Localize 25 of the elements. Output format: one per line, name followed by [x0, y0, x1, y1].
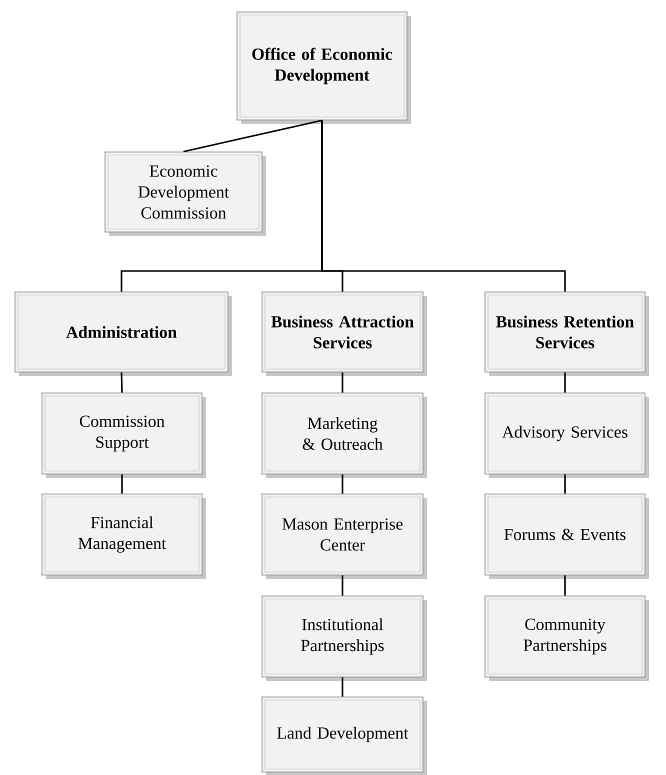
connector-line [342, 474, 344, 494]
connector-line [564, 474, 566, 494]
program-box: Institutional Partnerships [262, 596, 427, 681]
connector-line [564, 575, 566, 596]
connector-line [120, 372, 123, 393]
program-box: Economic Development Commission [104, 152, 266, 236]
unit-box: Business Attraction Services [262, 292, 427, 376]
connector-line [321, 120, 566, 292]
program-box: Marketing & Outreach [262, 392, 427, 478]
program-box: Commission Support [42, 392, 206, 478]
program-box: Land Development [262, 696, 427, 775]
program-box: Advisory Services [484, 392, 649, 478]
connector-line [183, 120, 322, 152]
unit-box: Administration [14, 292, 232, 376]
program-box: Forums & Events [484, 494, 649, 579]
connector-line [342, 372, 344, 393]
connector-line [564, 372, 566, 393]
connector-line [342, 575, 344, 596]
program-box: Financial Management [42, 494, 206, 579]
connector-line [342, 677, 344, 697]
connector-line [121, 474, 123, 494]
title-box: Office of Economic Development [236, 12, 411, 124]
program-box: Community Partnerships [484, 596, 649, 681]
unit-box: Business Retention Services [484, 292, 649, 376]
program-box: Mason Enterprise Center [262, 494, 427, 579]
